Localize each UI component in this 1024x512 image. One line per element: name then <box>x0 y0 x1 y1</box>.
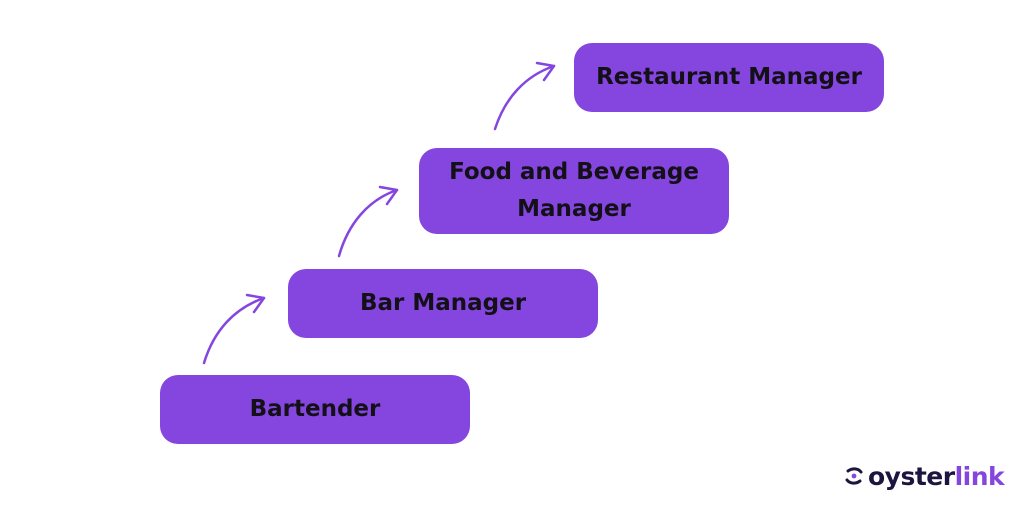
step-bar-manager: Bar Manager <box>288 269 598 338</box>
step-label: Food and Beverage Manager <box>449 159 699 222</box>
logo-wordmark: oysterlink <box>868 461 1005 491</box>
arrow-icon <box>493 61 556 131</box>
arrow-icon <box>202 293 266 365</box>
oysterlink-logo: oysterlink <box>843 458 1005 494</box>
step-bartender: Bartender <box>160 375 470 444</box>
step-label: Bartender <box>249 396 381 422</box>
step-label: Bar Manager <box>359 290 527 316</box>
step-label: Restaurant Manager <box>596 64 862 90</box>
oysterlink-logo-icon <box>845 467 863 485</box>
logo-wordmark-part-a: oyster <box>868 461 955 491</box>
logo-wordmark-part-b: link <box>954 461 1005 491</box>
arrow-icon <box>337 185 399 258</box>
step-restaurant-manager: Restaurant Manager <box>574 43 884 112</box>
step-food-and-beverage-manager: Food and Beverage Manager <box>419 148 729 234</box>
